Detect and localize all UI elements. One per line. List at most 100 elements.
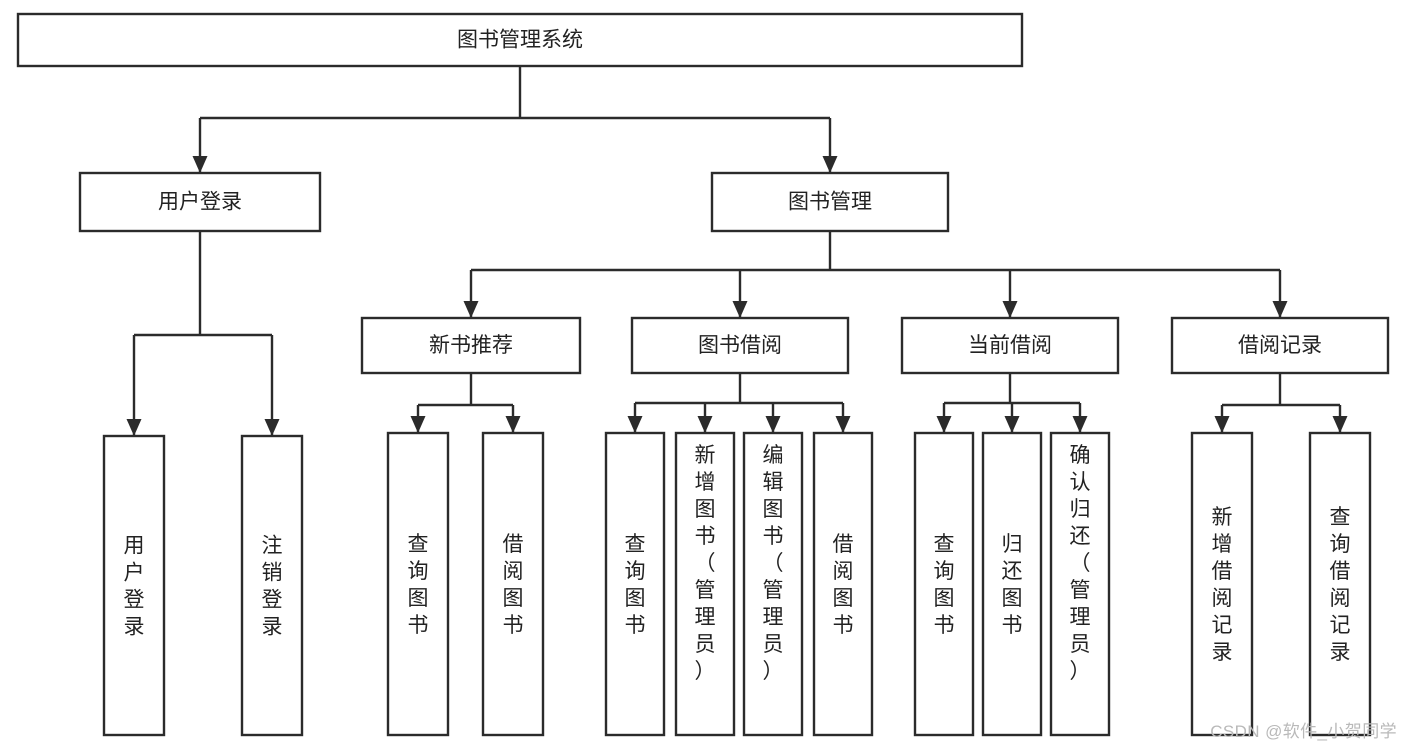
node-label-query-borrow-record-char-1: 询 <box>1330 533 1351 556</box>
node-label-confirm-return-admin-char-0: 确 <box>1070 444 1091 467</box>
node-box-query-book-borrow[interactable] <box>604 431 666 737</box>
node-book-manage[interactable]: 图书管理 <box>710 171 950 233</box>
arrow-head-icon <box>835 416 851 433</box>
node-label-borrow-book-do-char-1: 阅 <box>833 560 854 583</box>
node-user-login-do[interactable]: 用户登录 <box>102 434 166 737</box>
arrow-head-icon <box>1272 301 1288 318</box>
node-label-user-login-do-char-1: 户 <box>124 562 145 585</box>
node-label-query-book-borrow-char-0: 查 <box>625 533 646 556</box>
node-label-query-book-borrow-char-3: 书 <box>625 614 646 637</box>
node-label-add-borrow-record-char-3: 阅 <box>1212 587 1233 610</box>
node-label-borrow-book-do-char-0: 借 <box>833 533 854 556</box>
node-label-return-book-char-0: 归 <box>1002 533 1023 556</box>
node-label-confirm-return-admin-char-5: 管 <box>1070 579 1091 602</box>
node-label-user-login: 用户登录 <box>158 191 242 214</box>
node-box-borrow-book-rec[interactable] <box>481 431 545 737</box>
node-label-user-logout-char-0: 注 <box>262 535 283 558</box>
arrow-head-icon <box>463 301 479 318</box>
node-box-new-book-recommend[interactable] <box>360 316 582 375</box>
node-label-confirm-return-admin-char-4: （ <box>1070 552 1091 575</box>
node-label-borrow-book-rec-char-3: 书 <box>503 614 524 637</box>
node-box-borrow-records[interactable] <box>1170 316 1390 375</box>
node-label-edit-book-admin-char-6: 理 <box>763 606 784 629</box>
arrow-head-icon <box>1332 416 1348 433</box>
node-label-user-login-do-char-0: 用 <box>124 535 145 558</box>
node-label-borrow-book-do-char-2: 图 <box>833 587 854 610</box>
node-label-new-book-recommend: 新书推荐 <box>429 334 513 357</box>
node-box-book-borrow[interactable] <box>630 316 850 375</box>
arrow-head-icon <box>822 156 838 173</box>
arrow-head-icon <box>410 416 426 433</box>
node-current-borrow[interactable]: 当前借阅 <box>900 316 1120 375</box>
node-box-query-book-rec[interactable] <box>386 431 450 737</box>
arrow-head-icon <box>732 301 748 318</box>
node-label-user-logout-char-3: 录 <box>262 616 283 639</box>
node-label-edit-book-admin-char-1: 辑 <box>763 471 784 494</box>
node-box-return-book[interactable] <box>981 431 1043 737</box>
node-label-add-book-admin-char-1: 增 <box>695 471 716 494</box>
node-box-user-login[interactable] <box>78 171 322 233</box>
node-label-edit-book-admin-char-4: （ <box>763 552 784 575</box>
node-label-add-book-admin-char-2: 图 <box>695 498 716 521</box>
node-label-book-manage: 图书管理 <box>788 191 872 214</box>
node-label-add-borrow-record-char-4: 记 <box>1212 614 1233 637</box>
node-label-query-borrow-record-char-4: 记 <box>1330 614 1351 637</box>
node-label-user-logout-char-1: 销 <box>262 562 283 585</box>
node-label-query-book-rec-char-3: 书 <box>408 614 429 637</box>
node-label-add-borrow-record-char-1: 增 <box>1212 533 1233 556</box>
node-box-edit-book-admin[interactable] <box>742 431 804 737</box>
arrow-head-icon <box>627 416 643 433</box>
arrow-head-icon <box>192 156 208 173</box>
node-label-confirm-return-admin-char-6: 理 <box>1070 606 1091 629</box>
node-box-query-book-cur[interactable] <box>913 431 975 737</box>
node-box-user-logout[interactable] <box>240 434 304 737</box>
node-root[interactable]: 图书管理系统 <box>16 12 1024 68</box>
node-box-book-manage[interactable] <box>710 171 950 233</box>
connectors-layer <box>126 66 1348 436</box>
node-box-query-borrow-record[interactable] <box>1308 431 1372 737</box>
arrow-head-icon <box>1002 301 1018 318</box>
node-label-add-book-admin-char-3: 书 <box>695 525 716 548</box>
node-new-book-recommend[interactable]: 新书推荐 <box>360 316 582 375</box>
node-label-user-login-do-char-2: 登 <box>124 589 145 612</box>
node-box-add-book-admin[interactable] <box>674 431 736 737</box>
node-borrow-records[interactable]: 借阅记录 <box>1170 316 1390 375</box>
node-label-borrow-book-do-char-3: 书 <box>833 614 854 637</box>
node-label-add-borrow-record-char-0: 新 <box>1212 506 1233 529</box>
node-book-borrow[interactable]: 图书借阅 <box>630 316 850 375</box>
arrow-head-icon <box>936 416 952 433</box>
node-label-query-book-cur-char-2: 图 <box>934 587 955 610</box>
node-box-add-borrow-record[interactable] <box>1190 431 1254 737</box>
node-user-login[interactable]: 用户登录 <box>78 171 322 233</box>
node-label-edit-book-admin-char-7: 员 <box>763 633 784 656</box>
arrow-head-icon <box>505 416 521 433</box>
arrow-head-icon <box>126 419 142 436</box>
node-box-borrow-book-do[interactable] <box>812 431 874 737</box>
node-label-user-login-do-char-3: 录 <box>124 616 145 639</box>
node-label-confirm-return-admin-char-7: 员 <box>1070 633 1091 656</box>
arrow-head-icon <box>765 416 781 433</box>
node-label-query-borrow-record-char-5: 录 <box>1330 641 1351 664</box>
arrow-head-icon <box>1214 416 1230 433</box>
node-label-confirm-return-admin-char-8: ） <box>1070 660 1091 683</box>
node-box-user-login-do[interactable] <box>102 434 166 737</box>
node-box-confirm-return-admin[interactable] <box>1049 431 1111 737</box>
csdn-watermark: CSDN @软件_小贺同学 <box>1210 722 1397 741</box>
node-box-root[interactable] <box>16 12 1024 68</box>
node-box-current-borrow[interactable] <box>900 316 1120 375</box>
node-label-edit-book-admin-char-5: 管 <box>763 579 784 602</box>
